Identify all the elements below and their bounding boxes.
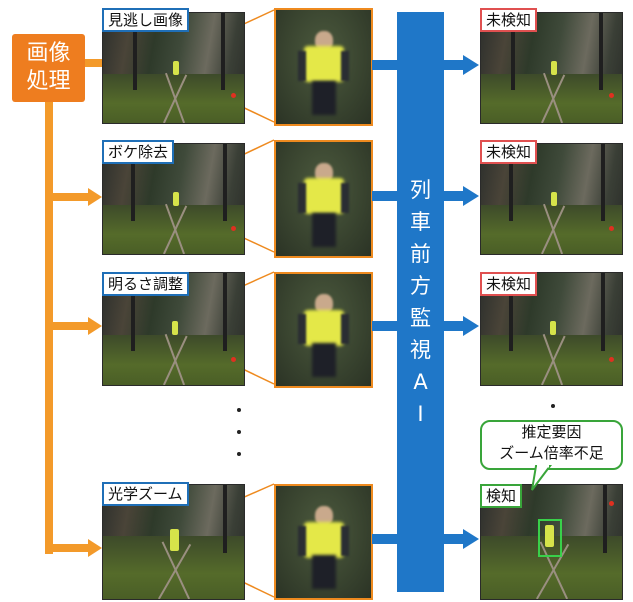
row4-label: 光学ズーム [102,482,189,506]
image-processing-box: 画像 処理 [12,34,85,102]
detection-bounding-box [538,519,562,557]
ellipsis-dot-4 [551,404,555,408]
orange-arrow-row3 [88,317,102,335]
blue-connector-row4-in [372,534,397,544]
ai-char-7: A [413,370,428,394]
row2-result-badge: 未検知 [480,140,538,164]
orange-connector-h-row2 [45,193,89,201]
orange-connector-h-top [85,59,103,67]
ai-char-1: 列 [410,178,431,202]
zoom-box-row1 [274,8,373,126]
orange-connector-h-row3 [45,322,89,330]
ellipsis-dot-3 [237,452,241,456]
blue-connector-row2-out [444,191,464,201]
ai-char-4: 方 [410,274,431,298]
blue-connector-row3-out [444,321,464,331]
zoom-box-row4 [274,484,373,600]
ai-char-8: I [417,402,424,426]
row3-result-badge: 未検知 [480,272,538,296]
row2-label: ボケ除去 [102,140,175,164]
ellipsis-dot-1 [237,408,241,412]
zoom-box-row3 [274,272,373,388]
orange-arrow-row4 [88,539,102,557]
blue-arrow-row3 [463,316,479,336]
result-thumbnail-row3 [480,272,623,386]
row3-label: 明るさ調整 [102,272,190,296]
ai-char-2: 車 [410,210,431,234]
blue-arrow-row2 [463,186,479,206]
blue-connector-row4-out [444,534,464,544]
blue-connector-row3-in [372,321,397,331]
blue-connector-row2-in [372,191,397,201]
row1-result-badge: 未検知 [480,8,538,32]
blue-connector-row1-out [444,60,464,70]
process-label-line1: 画像 [26,41,71,66]
row4-result-badge: 検知 [480,484,523,508]
blue-arrow-row4 [463,529,479,549]
ai-char-5: 監 [410,306,431,330]
row1-label: 見逃し画像 [102,8,190,32]
blue-connector-row1-in [372,60,397,70]
orange-connector-h-row4 [45,544,89,552]
ellipsis-dot-2 [237,430,241,434]
ai-char-3: 前 [410,242,431,266]
train-forward-monitoring-ai-box: 列 車 前 方 監 視 A I [397,12,444,592]
blue-arrow-row1 [463,55,479,75]
callout-line2: ズーム倍率不足 [499,444,604,462]
result-thumbnail-row1 [480,12,623,124]
zoom-box-row2 [274,140,373,258]
estimated-cause-callout: 推定要因 ズーム倍率不足 [480,420,623,470]
callout-line1: 推定要因 [521,423,582,441]
orange-arrow-row2 [88,188,102,206]
ai-char-6: 視 [410,338,431,362]
process-label-line2: 処理 [26,69,71,94]
